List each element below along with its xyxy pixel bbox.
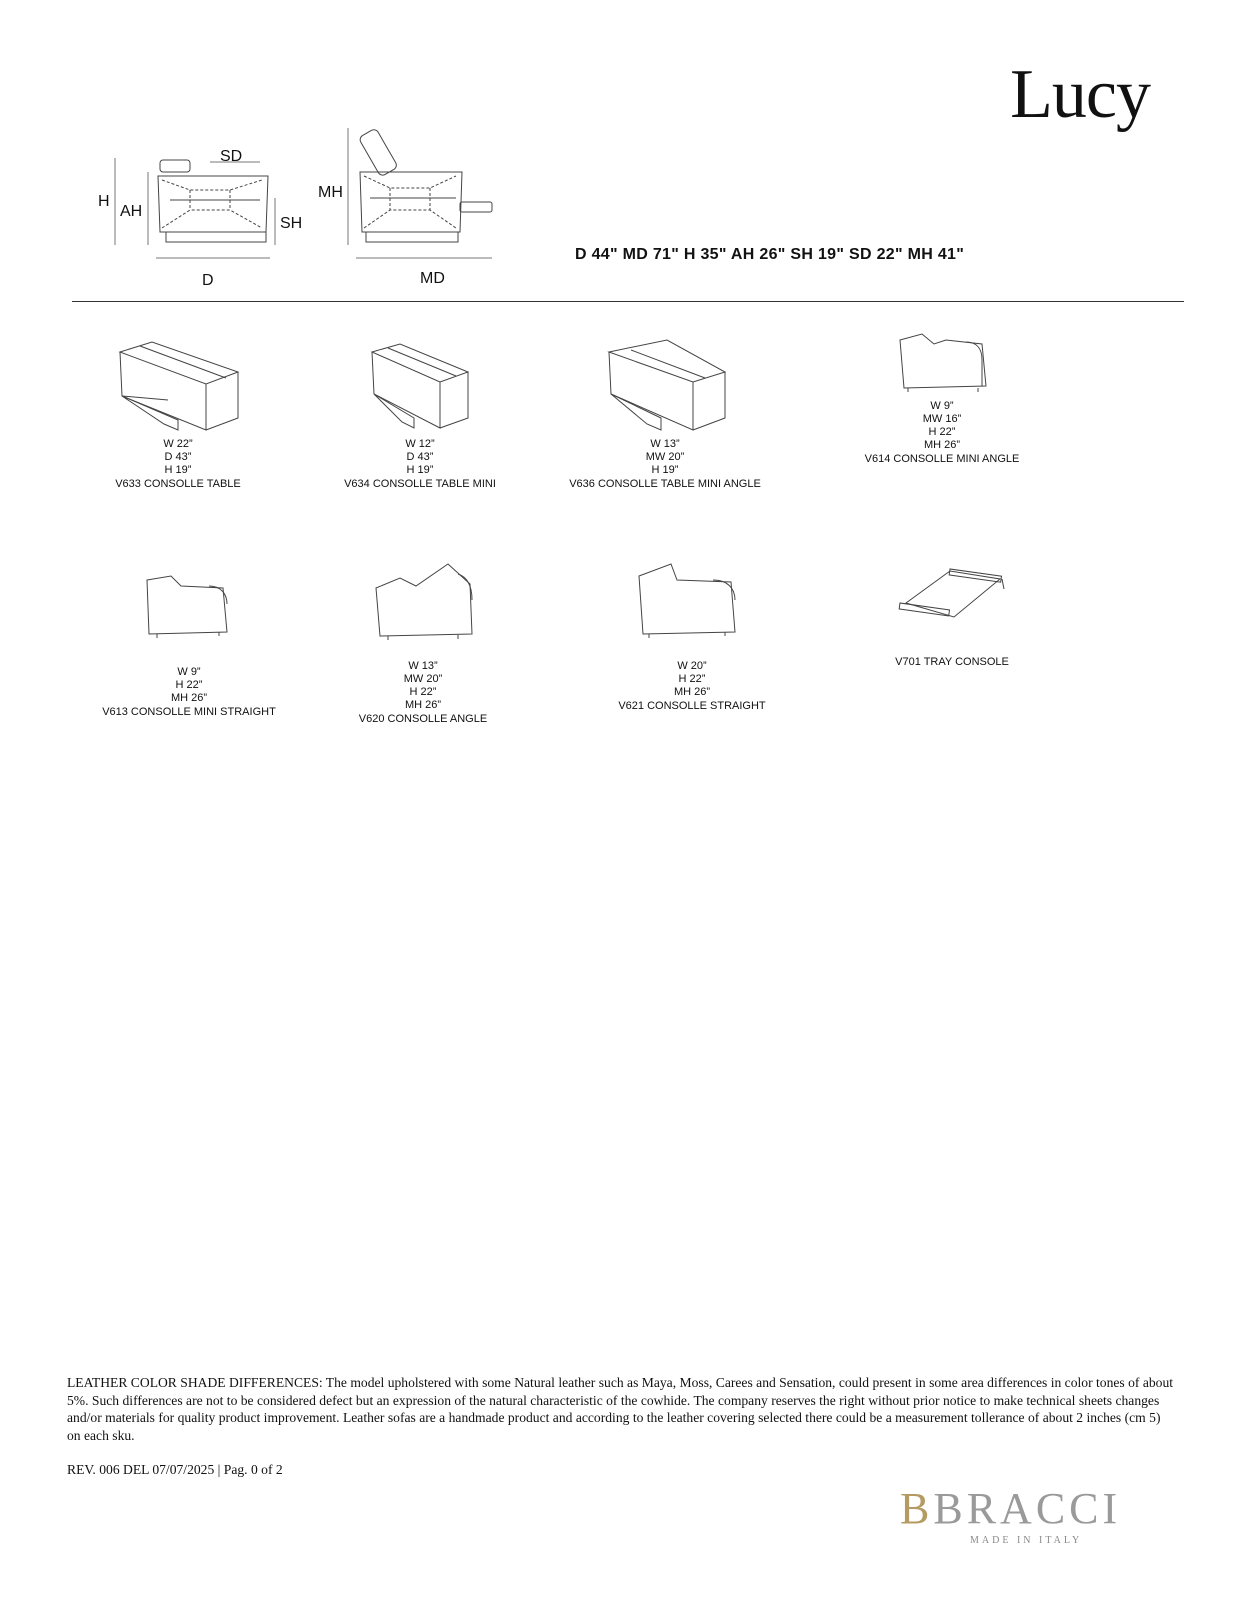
item-spec: H 22” bbox=[678, 673, 706, 685]
item-spec: H 19” bbox=[406, 464, 434, 476]
item-spec: MW 16” bbox=[922, 413, 962, 425]
diagram-label-sh: SH bbox=[280, 215, 303, 232]
product-item: W 13” MW 20” H 22” MH 26” V620 CONSOLLE … bbox=[313, 560, 533, 726]
diagram-label-md: MD bbox=[420, 270, 445, 287]
item-spec: H 22” bbox=[175, 679, 203, 691]
item-spec: H 22” bbox=[928, 426, 956, 438]
dimensions-summary: D 44" MD 71" H 35" AH 26" SH 19" SD 22" … bbox=[575, 246, 965, 263]
item-name: V621 CONSOLLE STRAIGHT bbox=[618, 700, 766, 712]
item-spec: W 20” bbox=[677, 660, 707, 672]
item-name: V613 CONSOLLE MINI STRAIGHT bbox=[102, 706, 276, 718]
console-table-mini-angle-drawing bbox=[607, 339, 727, 431]
item-spec: W 22” bbox=[163, 438, 193, 450]
divider bbox=[72, 301, 1184, 302]
item-spec: D 43” bbox=[164, 451, 192, 463]
diagram-label-ah: AH bbox=[120, 203, 143, 220]
console-table-drawing bbox=[118, 341, 240, 431]
item-spec: MH 26” bbox=[923, 439, 961, 451]
item-name: V701 TRAY CONSOLE bbox=[895, 656, 1009, 668]
item-name: V633 CONSOLLE TABLE bbox=[115, 478, 241, 490]
product-item: V701 TRAY CONSOLE bbox=[842, 565, 1062, 669]
page-title: Lucy bbox=[1010, 56, 1151, 133]
item-spec: D 43” bbox=[406, 451, 434, 463]
item-spec: H 19” bbox=[164, 464, 192, 476]
diagram-label-h: H bbox=[98, 193, 110, 210]
product-item: W 9” H 22” MH 26” V613 CONSOLLE MINI STR… bbox=[79, 570, 299, 719]
diagram-label-sd: SD bbox=[220, 148, 243, 165]
item-spec: H 22” bbox=[409, 686, 437, 698]
logo-wordmark: BBRACCI bbox=[900, 1484, 1122, 1533]
dimension-diagram: H AH SD SH D MH MD bbox=[90, 120, 520, 290]
diagram-label-mh: MH bbox=[318, 184, 343, 201]
console-angle-drawing bbox=[375, 563, 473, 640]
console-mini-straight-drawing bbox=[146, 575, 228, 638]
product-item: W 20” H 22” MH 26” V621 CONSOLLE STRAIGH… bbox=[582, 560, 802, 713]
item-name: V636 CONSOLLE TABLE MINI ANGLE bbox=[569, 478, 761, 490]
console-table-mini-drawing bbox=[370, 343, 470, 429]
item-name: V634 CONSOLLE TABLE MINI bbox=[344, 478, 496, 490]
product-item: W 9” MW 16” H 22” MH 26” V614 CONSOLLE M… bbox=[832, 330, 1052, 466]
logo-tagline: MADE IN ITALY bbox=[970, 1535, 1083, 1546]
console-straight-drawing bbox=[638, 563, 736, 638]
product-item: W 22” D 43” H 19” V633 CONSOLLE TABLE bbox=[68, 338, 288, 491]
item-name: V620 CONSOLLE ANGLE bbox=[358, 713, 488, 725]
item-spec: MW 20” bbox=[645, 451, 685, 463]
tray-console-drawing bbox=[898, 568, 1005, 618]
item-spec: W 13” bbox=[650, 438, 680, 450]
item-spec: MH 26” bbox=[673, 686, 711, 698]
item-spec: MW 20” bbox=[403, 673, 443, 685]
sofa-dimension-drawing bbox=[114, 128, 493, 259]
item-spec: MH 26” bbox=[404, 699, 442, 711]
item-spec: MH 26” bbox=[170, 692, 208, 704]
leather-disclaimer: LEATHER COLOR SHADE DIFFERENCES: The mod… bbox=[67, 1375, 1174, 1443]
product-item: W 13” MW 20” H 19” V636 CONSOLLE TABLE M… bbox=[555, 338, 775, 491]
item-name: V614 CONSOLLE MINI ANGLE bbox=[864, 453, 1020, 465]
diagram-label-d: D bbox=[202, 272, 214, 289]
revision-info: REV. 006 DEL 07/07/2025 | Pag. 0 of 2 bbox=[67, 1462, 283, 1477]
console-mini-angle-drawing bbox=[899, 333, 987, 392]
item-spec: W 9” bbox=[930, 400, 954, 412]
product-item: W 12” D 43” H 19” V634 CONSOLLE TABLE MI… bbox=[310, 338, 530, 491]
item-spec: H 19” bbox=[651, 464, 679, 476]
item-spec: W 12” bbox=[405, 438, 435, 450]
bracci-logo: BBRACCI MADE IN ITALY bbox=[900, 1483, 1160, 1553]
item-spec: W 9” bbox=[177, 666, 201, 678]
item-spec: W 13” bbox=[408, 660, 438, 672]
